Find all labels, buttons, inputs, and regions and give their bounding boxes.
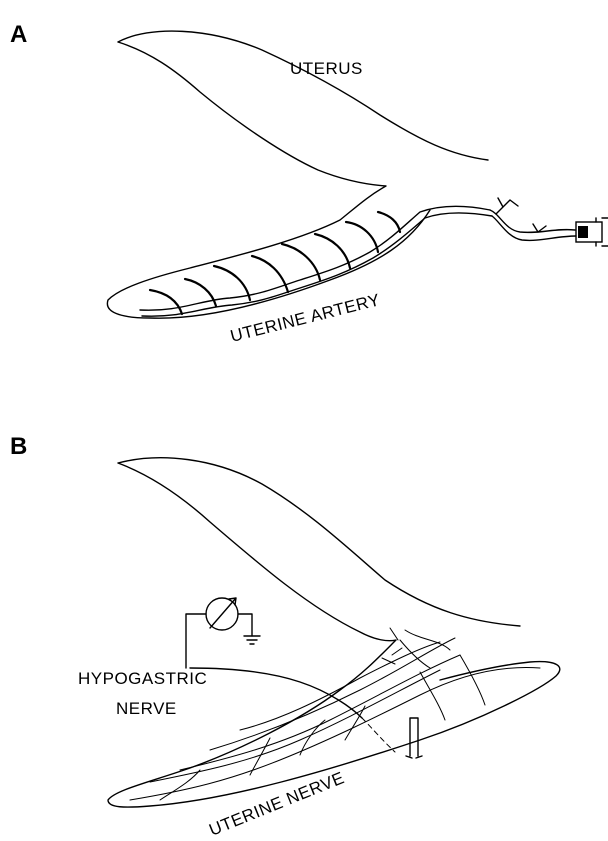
stimulating-electrode-icon [406, 718, 422, 758]
uterus-horn-outline-b [108, 458, 560, 807]
uterine-artery-wall [142, 213, 492, 316]
uterine-artery-label: UTERINE ARTERY [228, 290, 382, 346]
artery-side-branch [496, 198, 546, 232]
uterus-label: UTERUS [290, 59, 363, 78]
hypogastric-nerve-label-line2: NERVE [116, 699, 177, 718]
voltmeter-icon [186, 598, 260, 668]
cannula [576, 218, 608, 246]
uterine-artery [140, 206, 490, 310]
hypogastric-nerve-dashed [362, 718, 395, 752]
panel-a-letter: A [10, 21, 27, 48]
panel-a: A UTERUS UTERINE ARTERY [10, 21, 608, 346]
panel-b-letter: B [10, 433, 27, 460]
panel-b: B HYPOGA [10, 433, 560, 840]
hypogastric-nerve-label-line1: HYPOGASTRIC [78, 669, 207, 688]
